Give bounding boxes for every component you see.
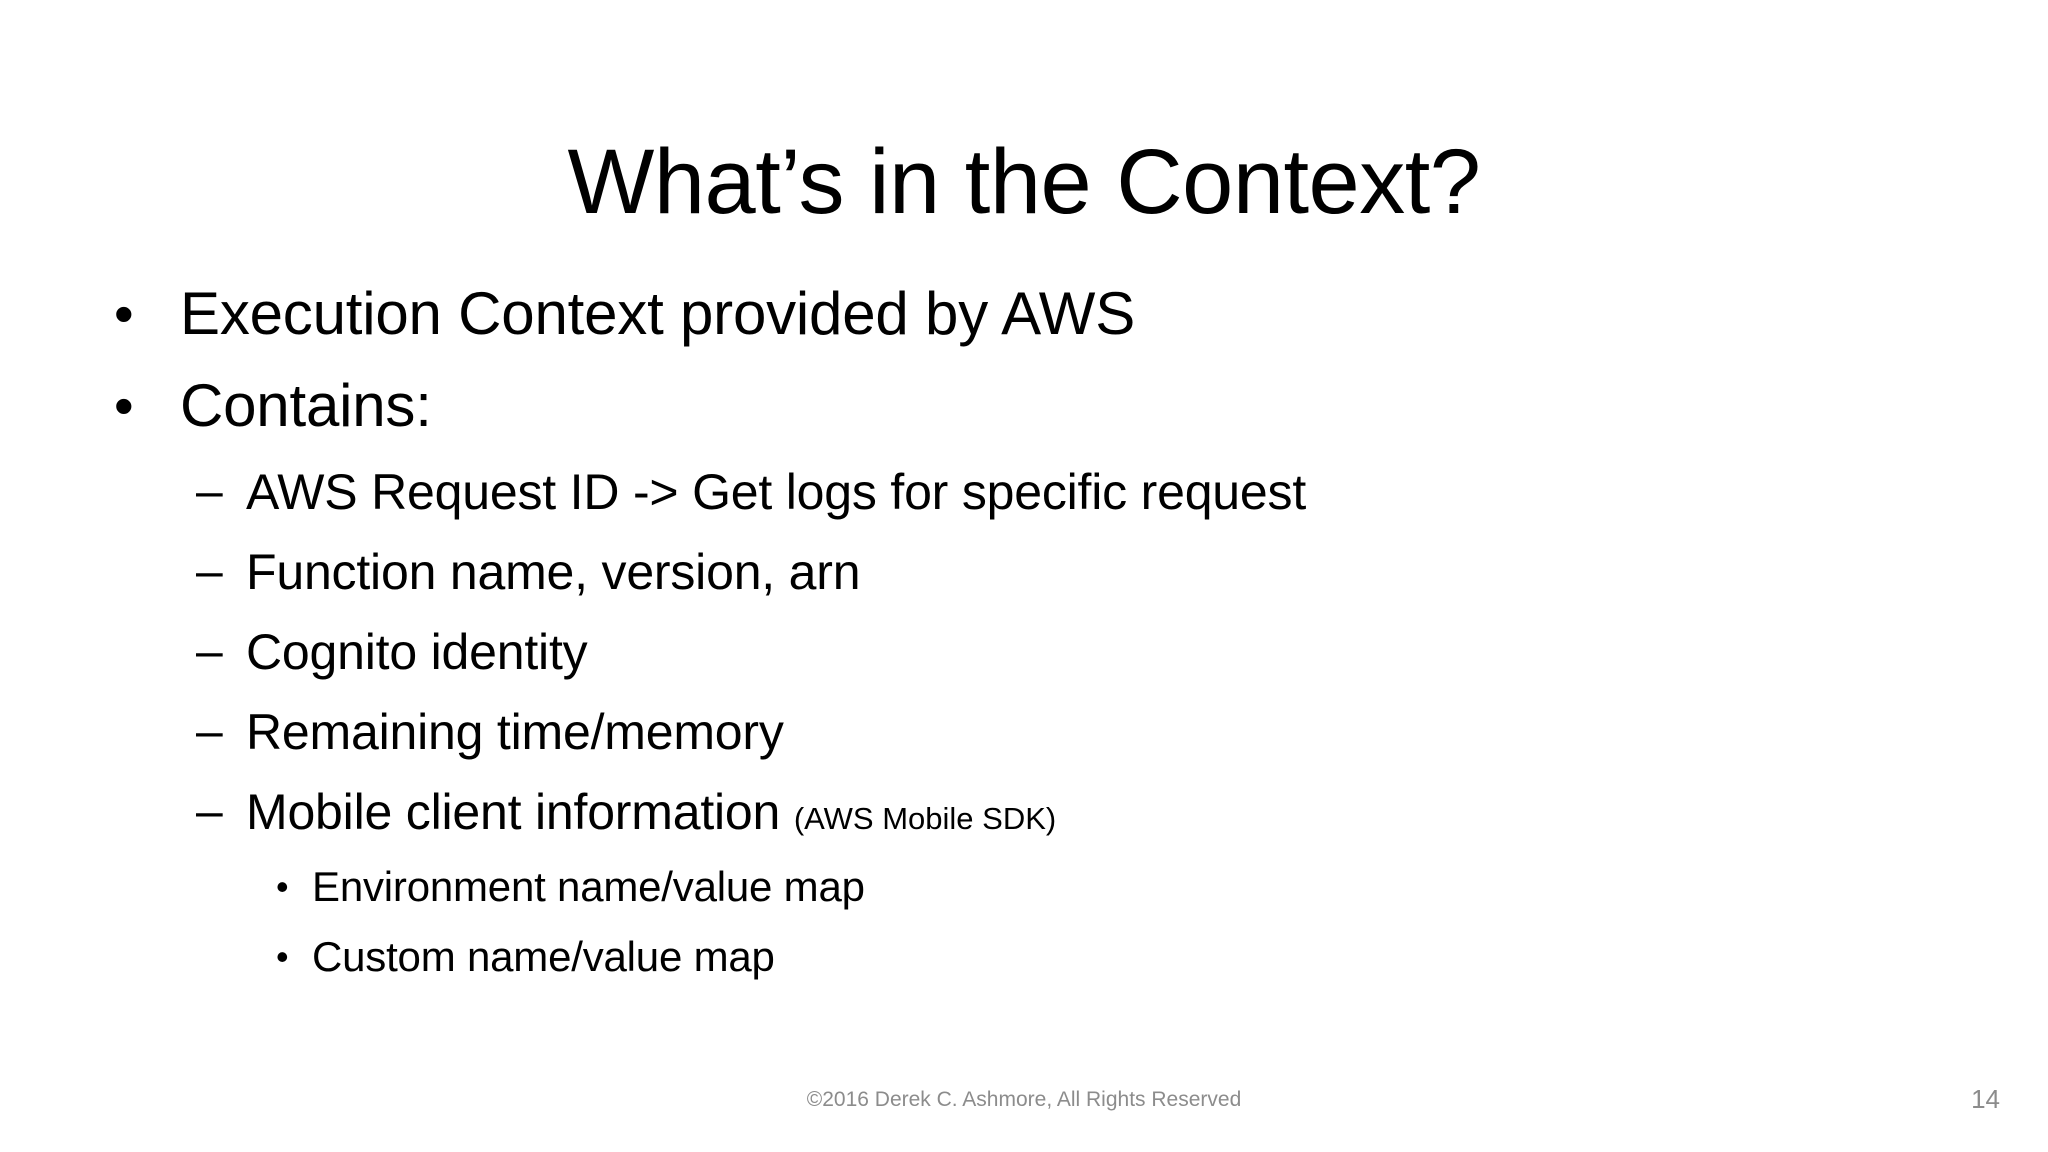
- bullet-item-label: Custom name/value map: [312, 933, 775, 980]
- bullet-item-label: Remaining time/memory: [246, 704, 784, 760]
- slide-title: What’s in the Context?: [567, 130, 1481, 233]
- bullet-item: –AWS Request ID -> Get logs for specific…: [0, 452, 2048, 532]
- bullet-item-label: Execution Context provided by AWS: [180, 280, 1136, 347]
- slide-page-number: 14: [1971, 1084, 2000, 1114]
- slide-body-bullet-list: • Execution Context provided by AWS • Conta…: [0, 268, 2048, 992]
- round-bullet-icon: •: [114, 374, 134, 437]
- round-bullet-icon: •: [114, 282, 134, 345]
- round-bullet-icon: •: [276, 866, 289, 907]
- bullet-item: • Custom name/value map: [0, 922, 2048, 992]
- bullet-item: • Execution Context provided by AWS: [0, 268, 2048, 360]
- en-dash-bullet-icon: –: [196, 465, 223, 518]
- bullet-item-note: (AWS Mobile SDK): [793, 801, 1057, 836]
- bullet-item-label: Cognito identity: [246, 624, 588, 680]
- footer-copyright-text: ©2016 Derek C. Ashmore, All Rights Reser…: [806, 1088, 1242, 1111]
- bullet-item: • Environment name/value map: [0, 852, 2048, 922]
- bullet-item: –Cognito identity: [0, 612, 2048, 692]
- bullet-item-label: Function name, version, arn: [246, 544, 861, 600]
- bullet-item: –Mobile client information (AWS Mobile S…: [0, 772, 2048, 852]
- bullet-item: • Contains:: [0, 360, 2048, 452]
- bullet-item-label: Environment name/value map: [312, 863, 865, 910]
- en-dash-bullet-icon: –: [196, 625, 223, 678]
- round-bullet-icon: •: [276, 936, 289, 977]
- bullet-item: –Remaining time/memory: [0, 692, 2048, 772]
- en-dash-bullet-icon: –: [196, 545, 223, 598]
- bullet-item-label: Contains:: [180, 372, 432, 439]
- en-dash-bullet-icon: –: [196, 785, 223, 838]
- bullet-item-label: Mobile client information (AWS Mobile SD…: [246, 784, 1057, 840]
- en-dash-bullet-icon: –: [196, 705, 223, 758]
- bullet-item: –Function name, version, arn: [0, 532, 2048, 612]
- bullet-item-label: AWS Request ID -> Get logs for specific …: [246, 464, 1307, 520]
